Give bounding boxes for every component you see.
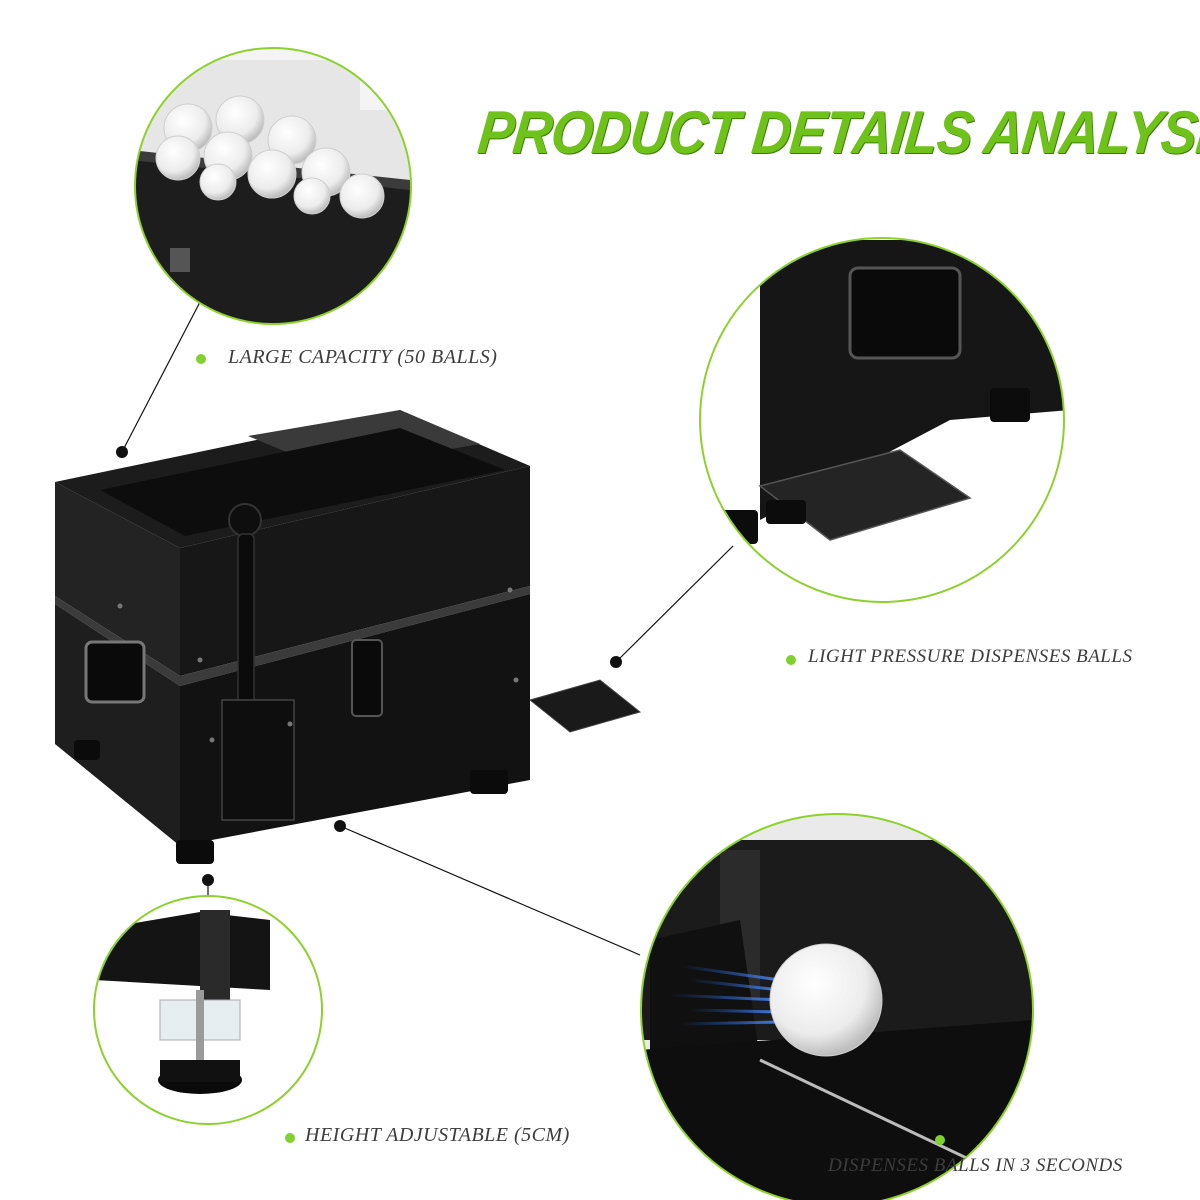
bullet-dot bbox=[196, 354, 206, 364]
detail-foot bbox=[94, 896, 322, 1124]
bullet-dot bbox=[786, 655, 796, 665]
caption-dispense: DISPENSES BALLS IN 3 SECONDS bbox=[828, 1155, 1123, 1176]
connector-dots bbox=[116, 446, 622, 886]
caption-capacity: LARGE CAPACITY (50 BALLS) bbox=[228, 346, 498, 368]
ring-pedal bbox=[699, 237, 1065, 603]
bullet-dot bbox=[935, 1135, 945, 1145]
ring-foot bbox=[93, 895, 323, 1125]
bullet-dot bbox=[285, 1133, 295, 1143]
ring-dispense bbox=[640, 813, 1034, 1200]
detail-capacity bbox=[135, 48, 411, 324]
connector-lines bbox=[121, 301, 734, 956]
detail-dispense bbox=[641, 814, 1033, 1200]
caption-height: HEIGHT ADJUSTABLE (5CM) bbox=[305, 1124, 570, 1146]
detail-pedal bbox=[700, 238, 1064, 602]
caption-pedal: LIGHT PRESSURE DISPENSES BALLS bbox=[808, 646, 1133, 667]
ring-capacity bbox=[134, 47, 412, 325]
main-machine bbox=[55, 410, 642, 864]
